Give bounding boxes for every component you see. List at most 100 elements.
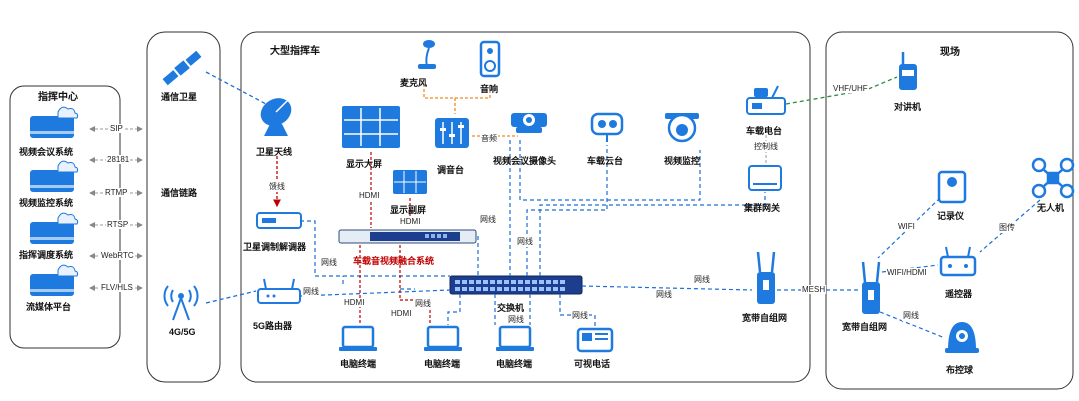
switch-device bbox=[449, 275, 583, 295]
link-label: 网线 bbox=[516, 236, 534, 247]
field-box bbox=[825, 31, 1074, 390]
link-label: VHF/UHF bbox=[832, 84, 869, 93]
system-label: 流媒体平台 bbox=[26, 302, 72, 312]
protocol-label: 28181 bbox=[106, 155, 131, 164]
vehicle-box bbox=[240, 31, 811, 383]
protocol-arrows bbox=[89, 126, 143, 291]
protocol-label: WebRTC bbox=[100, 251, 135, 260]
command-center-box bbox=[9, 85, 121, 349]
satellite-label: 通信卫星 bbox=[161, 92, 198, 102]
protocol-label: RTMP bbox=[104, 188, 129, 197]
computer-icon bbox=[496, 325, 534, 351]
sub-screen-icon bbox=[393, 170, 427, 194]
ptz-label: 车载云台 bbox=[587, 156, 624, 166]
speaker-icon bbox=[479, 40, 501, 78]
link-label: 控制线 bbox=[753, 141, 779, 152]
server-icon bbox=[30, 264, 79, 296]
link-label: 网线 bbox=[414, 298, 432, 309]
mesh-node-icon bbox=[861, 261, 881, 314]
monitor-label: 视频监控 bbox=[664, 156, 701, 166]
system-label: 视频会议系统 bbox=[19, 147, 74, 157]
pc-label: 电脑终端 bbox=[340, 359, 377, 369]
server-icon bbox=[30, 160, 79, 192]
protocol-label: RTSP bbox=[106, 220, 130, 229]
satellite-dish-icon bbox=[260, 98, 292, 136]
system-label: 指挥调度系统 bbox=[19, 250, 74, 260]
link-label: HDMI bbox=[399, 217, 422, 226]
computer-icon bbox=[424, 325, 462, 351]
big-screen-icon bbox=[342, 106, 400, 148]
remote-control-icon bbox=[939, 246, 977, 277]
link-label: WIFI bbox=[897, 222, 916, 231]
link-label: HDMI bbox=[358, 191, 381, 200]
drone-label: 无人机 bbox=[1037, 203, 1065, 213]
speaker-label: 音响 bbox=[480, 84, 499, 94]
recorder-label: 记录仪 bbox=[937, 211, 965, 221]
mesh-node-label: 宽带自组网 bbox=[742, 313, 788, 323]
field-mesh-label: 宽带自组网 bbox=[842, 322, 888, 332]
fusion-device bbox=[338, 229, 477, 244]
cluster-gateway-label: 集群网关 bbox=[744, 203, 781, 213]
drone-icon bbox=[1031, 157, 1075, 199]
microphone-icon bbox=[418, 40, 436, 69]
cell-tower-icon bbox=[163, 285, 199, 321]
link-label: 网线 bbox=[571, 310, 589, 321]
microphone-label: 麦克风 bbox=[400, 78, 428, 88]
ptz-camera-icon bbox=[590, 112, 624, 142]
region-title-vehicle: 大型指挥车 bbox=[270, 46, 320, 57]
conf-camera-label: 视频会议摄像头 bbox=[493, 156, 557, 166]
walkie-label: 对讲机 bbox=[894, 102, 922, 112]
satellite-icon bbox=[162, 50, 202, 86]
radio-base-icon bbox=[746, 85, 786, 115]
server-icon bbox=[30, 106, 79, 138]
link-label: 网线 bbox=[693, 274, 711, 285]
conference-camera-icon bbox=[511, 113, 547, 133]
router-label: 5G路由器 bbox=[253, 321, 293, 331]
switch-label: 交换机 bbox=[497, 303, 525, 313]
sat-link-line bbox=[205, 71, 267, 105]
link-label: 网线 bbox=[655, 289, 673, 300]
link-label: HDMI bbox=[390, 309, 413, 318]
protocol-label: SIP bbox=[109, 124, 124, 133]
region-title-command-center: 指挥中心 bbox=[38, 92, 78, 103]
computer-icon bbox=[339, 325, 377, 351]
walkie-talkie-icon bbox=[899, 52, 917, 90]
gateway-icon bbox=[748, 165, 782, 191]
comm-link-box bbox=[146, 31, 221, 383]
video-phone-label: 可视电话 bbox=[574, 359, 611, 369]
sub-screen-label: 显示副屏 bbox=[390, 205, 427, 215]
network-lines bbox=[299, 140, 766, 326]
link-label: 网线 bbox=[507, 314, 525, 325]
link-label: WIFI/HDMI bbox=[886, 268, 928, 277]
big-screen-label: 显示大屏 bbox=[346, 159, 383, 169]
sat-antenna-label: 卫星天线 bbox=[256, 147, 293, 157]
link-label: 网线 bbox=[320, 257, 338, 268]
system-label: 视频监控系统 bbox=[19, 198, 74, 208]
radio-base-label: 车载电台 bbox=[746, 126, 783, 136]
link-label: MESH bbox=[801, 285, 827, 294]
cell-link-line bbox=[205, 290, 257, 304]
recorder-icon bbox=[937, 170, 967, 204]
region-title-comm-link: 通信链路 bbox=[161, 188, 198, 198]
deploy-ball-icon bbox=[945, 322, 979, 353]
link-label: 音频 bbox=[480, 133, 498, 144]
cellular-label: 4G/5G bbox=[169, 327, 196, 337]
modem-label: 卫星调制解调器 bbox=[243, 242, 307, 252]
region-title-field: 现场 bbox=[940, 47, 960, 58]
router-icon bbox=[257, 278, 301, 304]
link-label: 网线 bbox=[902, 310, 920, 321]
pc-label: 电脑终端 bbox=[424, 359, 461, 369]
link-label: 网线 bbox=[302, 286, 320, 297]
remote-label: 遥控器 bbox=[945, 289, 973, 299]
deploy-ball-label: 布控球 bbox=[946, 365, 974, 375]
link-label: HDMI bbox=[343, 298, 366, 307]
fusion-system-label: 车载音视频融合系统 bbox=[353, 256, 435, 266]
server-icon bbox=[30, 212, 79, 244]
mixer-label: 调音台 bbox=[437, 165, 465, 175]
mesh-node-icon bbox=[756, 251, 776, 304]
modem-icon bbox=[256, 212, 302, 229]
mixer-icon bbox=[435, 118, 469, 148]
dome-camera-icon bbox=[665, 113, 699, 143]
